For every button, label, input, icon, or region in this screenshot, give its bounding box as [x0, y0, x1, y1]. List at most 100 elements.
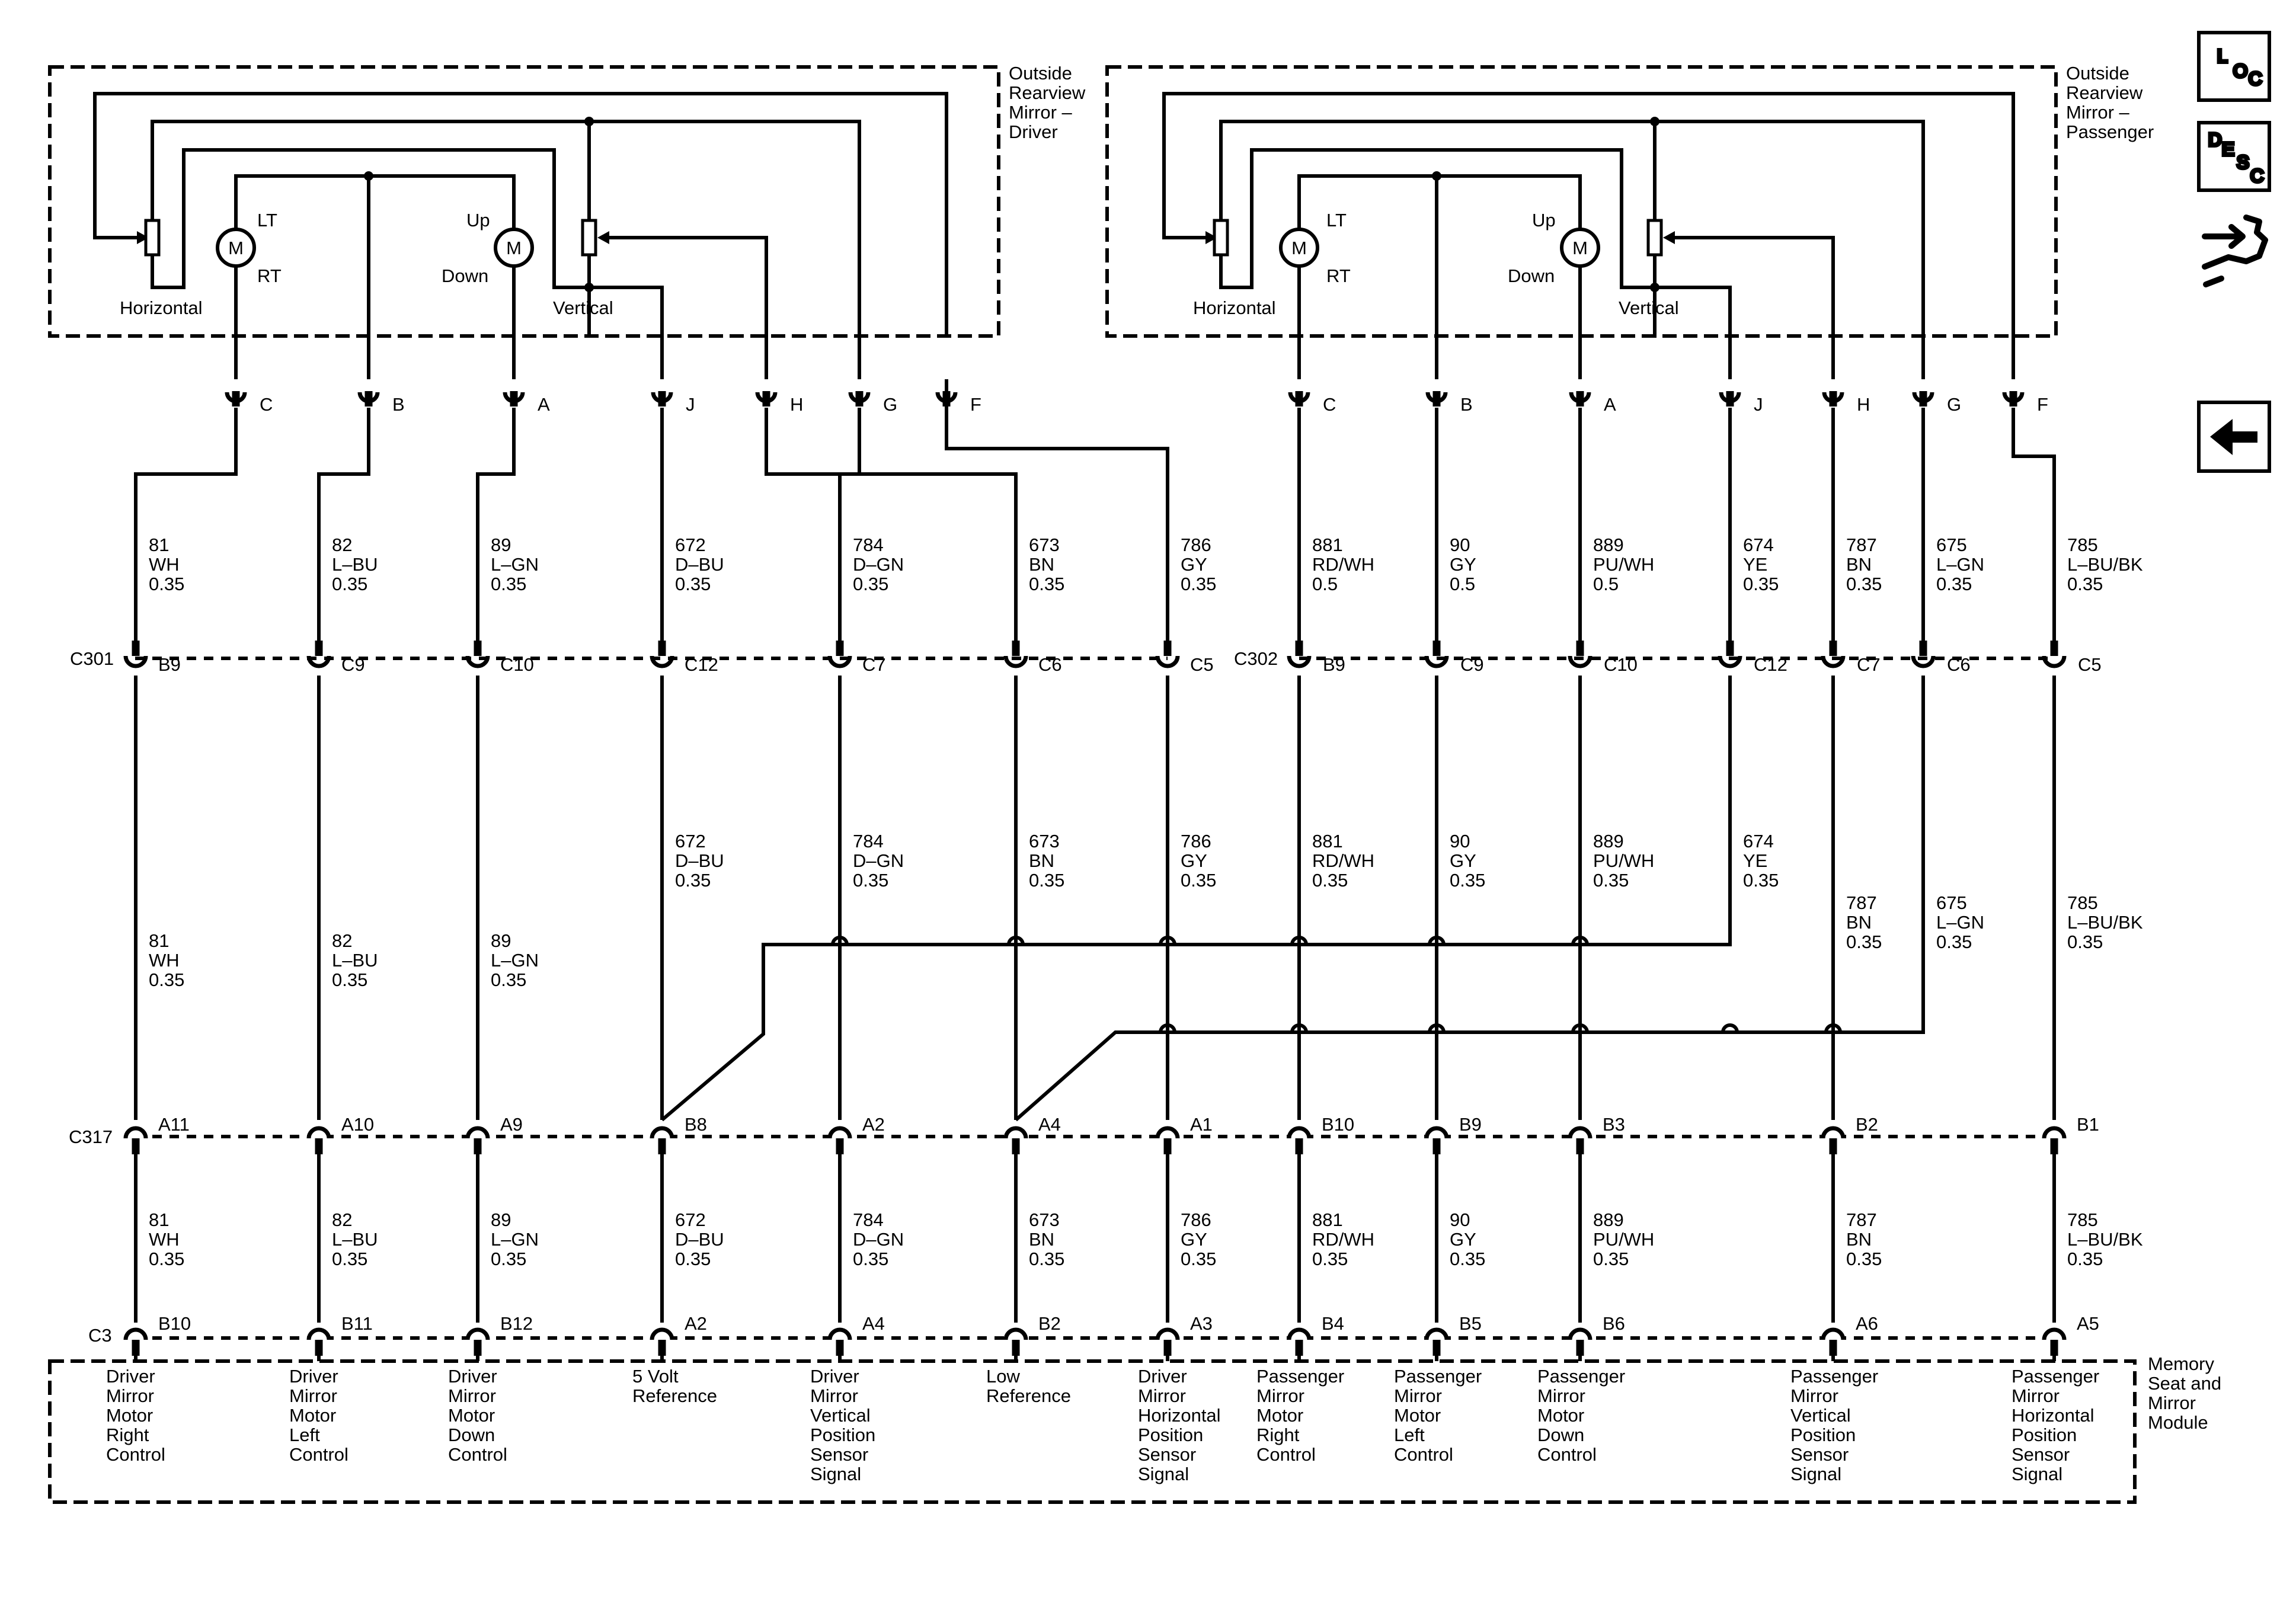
pass-mirror-pin-f [2004, 391, 2022, 406]
c302-pin [1568, 655, 1593, 668]
driver-mirror-pin-g [850, 391, 868, 406]
driver-wire-label-mid: D–GN [853, 850, 904, 871]
splice-dot [364, 171, 373, 181]
driver-function-label: Vertical [810, 1405, 871, 1426]
driver-wire-label-mid: 0.35 [491, 969, 526, 990]
driver-wire-label-mid: L–BU [332, 950, 378, 971]
c3-cavity-label: A5 [2077, 1313, 2099, 1334]
c301-cavity-label: C5 [1190, 654, 1214, 675]
c3-pin [1821, 1327, 1846, 1340]
pass-wire-label-mid: BN [1846, 912, 1872, 933]
driver-wire-label-lower: D–BU [675, 1229, 724, 1250]
pass-function-label: Horizontal [2012, 1405, 2094, 1426]
description-button-letter: E [2222, 139, 2234, 159]
pass-wire-label-lower: 785 [2067, 1209, 2098, 1230]
pass-wire-label-mid: YE [1743, 850, 1767, 871]
driver-wire-label-mid: 786 [1181, 831, 1211, 852]
driver-sensor-ref-wire-j [151, 148, 664, 379]
c317-pin [1003, 1126, 1028, 1139]
pass-mirror-pin-g [1914, 391, 1932, 406]
pass-horizontal-position-sensor [1213, 219, 1229, 257]
pass-wire-label-upper: RD/WH [1312, 554, 1374, 575]
driver-mirror-pin-label: B [392, 394, 405, 415]
c317-cavity-label: A11 [158, 1114, 190, 1135]
pass-wire-label-mid: 0.35 [2067, 932, 2103, 952]
driver-mirror-pin-label: J [686, 394, 695, 415]
pass-wire-label-mid: 675 [1936, 892, 1967, 913]
pass-horizontal-label: Horizontal [1193, 297, 1276, 318]
pass-wire-label-lower: 0.35 [1312, 1249, 1348, 1269]
pass-wire-label-mid: PU/WH [1593, 850, 1654, 871]
driver-function-label: Signal [1138, 1464, 1189, 1484]
description-button-letter: C [2250, 165, 2263, 186]
driver-wire-label-upper: GY [1181, 554, 1207, 575]
pass-function-label: Vertical [1790, 1405, 1851, 1426]
memory-module-title: Module [2148, 1412, 2208, 1433]
passenger-mirror-title: Outside [2066, 63, 2129, 84]
driver-wire-label-mid: 89 [491, 930, 511, 951]
motor-symbol-label: M [506, 238, 522, 258]
pass-function-label: Position [2012, 1425, 2077, 1445]
wire-crossover [831, 936, 849, 945]
driver-wire-label-lower: 0.35 [491, 1249, 526, 1269]
pass-function-label: Control [1394, 1444, 1453, 1465]
pass-wire-label-mid: 0.35 [1312, 870, 1348, 891]
driver-wire-label-upper: 0.35 [853, 574, 888, 594]
description-button[interactable] [2197, 121, 2271, 192]
c3-pin [465, 1327, 490, 1340]
c302-pin [1424, 655, 1449, 668]
driver-mirror-title: Rearview [1009, 82, 1086, 103]
c3-cavity-label: B11 [341, 1313, 373, 1334]
connector-c301-label: C301 [70, 648, 114, 669]
pass-mirror-pin-b [1428, 391, 1446, 406]
pass-function-label: Control [1537, 1444, 1597, 1465]
back-button[interactable] [2197, 401, 2271, 473]
pass-wire-label-upper: L–GN [1936, 554, 1984, 575]
c317-cavity-label: B10 [1322, 1114, 1354, 1135]
memory-module-box [48, 1359, 2137, 1504]
pass-mirror-pin-label: H [1857, 394, 1870, 415]
pass-function-label: Signal [2012, 1464, 2062, 1484]
driver-function-label: Low [986, 1366, 1020, 1387]
pass-wire-label-upper: YE [1743, 554, 1767, 575]
driver-wire-label-upper: BN [1029, 554, 1054, 575]
c3-cavity-label: B10 [158, 1313, 191, 1334]
location-button[interactable] [2197, 31, 2271, 102]
pass-mirror-pin-label: C [1323, 394, 1336, 415]
c301-cavity-label: C6 [1038, 654, 1062, 675]
pass-wire-label-upper: 0.5 [1593, 574, 1619, 594]
pass-vertical-label: Vertical [1619, 297, 1679, 318]
passenger-mirror-title: Passenger [2066, 121, 2154, 142]
c302-pin [1718, 655, 1742, 668]
c301-pin [650, 655, 674, 668]
connector-c302-label: C302 [1234, 648, 1278, 669]
pass-mirror-pin-label: A [1604, 394, 1616, 415]
driver-wire-label-lower: 673 [1029, 1209, 1060, 1230]
driver-vertical-sensor-g [589, 120, 861, 379]
c3-pin [1424, 1327, 1449, 1340]
driver-wire-label-upper: L–GN [491, 554, 539, 575]
memory-module-title: Memory [2148, 1353, 2214, 1374]
splice-dot [1432, 171, 1441, 181]
driver-mirror-pin-label: H [790, 394, 803, 415]
c301-cavity-label: C9 [341, 654, 365, 675]
driver-function-label: Sensor [1138, 1444, 1196, 1465]
driver-wire-label-lower: L–GN [491, 1229, 539, 1250]
c317-pin [465, 1126, 490, 1139]
driver-wire-label-upper: 672 [675, 534, 706, 555]
driver-wire-label-upper: 786 [1181, 534, 1211, 555]
c3-cavity-label: A2 [685, 1313, 707, 1334]
connector-repair-icon[interactable] [2202, 215, 2268, 287]
c317-pin [306, 1126, 331, 1139]
c3-pin [2042, 1327, 2067, 1340]
driver-function-label: Driver [448, 1366, 497, 1387]
driver-sensor-ref-wire-a [151, 120, 591, 338]
driver-up-label: Up [466, 210, 490, 231]
driver-wire-label-upper: 673 [1029, 534, 1060, 555]
driver-mirror-title: Driver [1009, 121, 1058, 142]
wire-crossover [1428, 1023, 1446, 1033]
c302-cavity-label: C6 [1947, 654, 1971, 675]
c317-cavity-label: A1 [1190, 1114, 1213, 1135]
pass-wire-label-lower: BN [1846, 1229, 1872, 1250]
driver-up-down-motor [494, 228, 534, 268]
